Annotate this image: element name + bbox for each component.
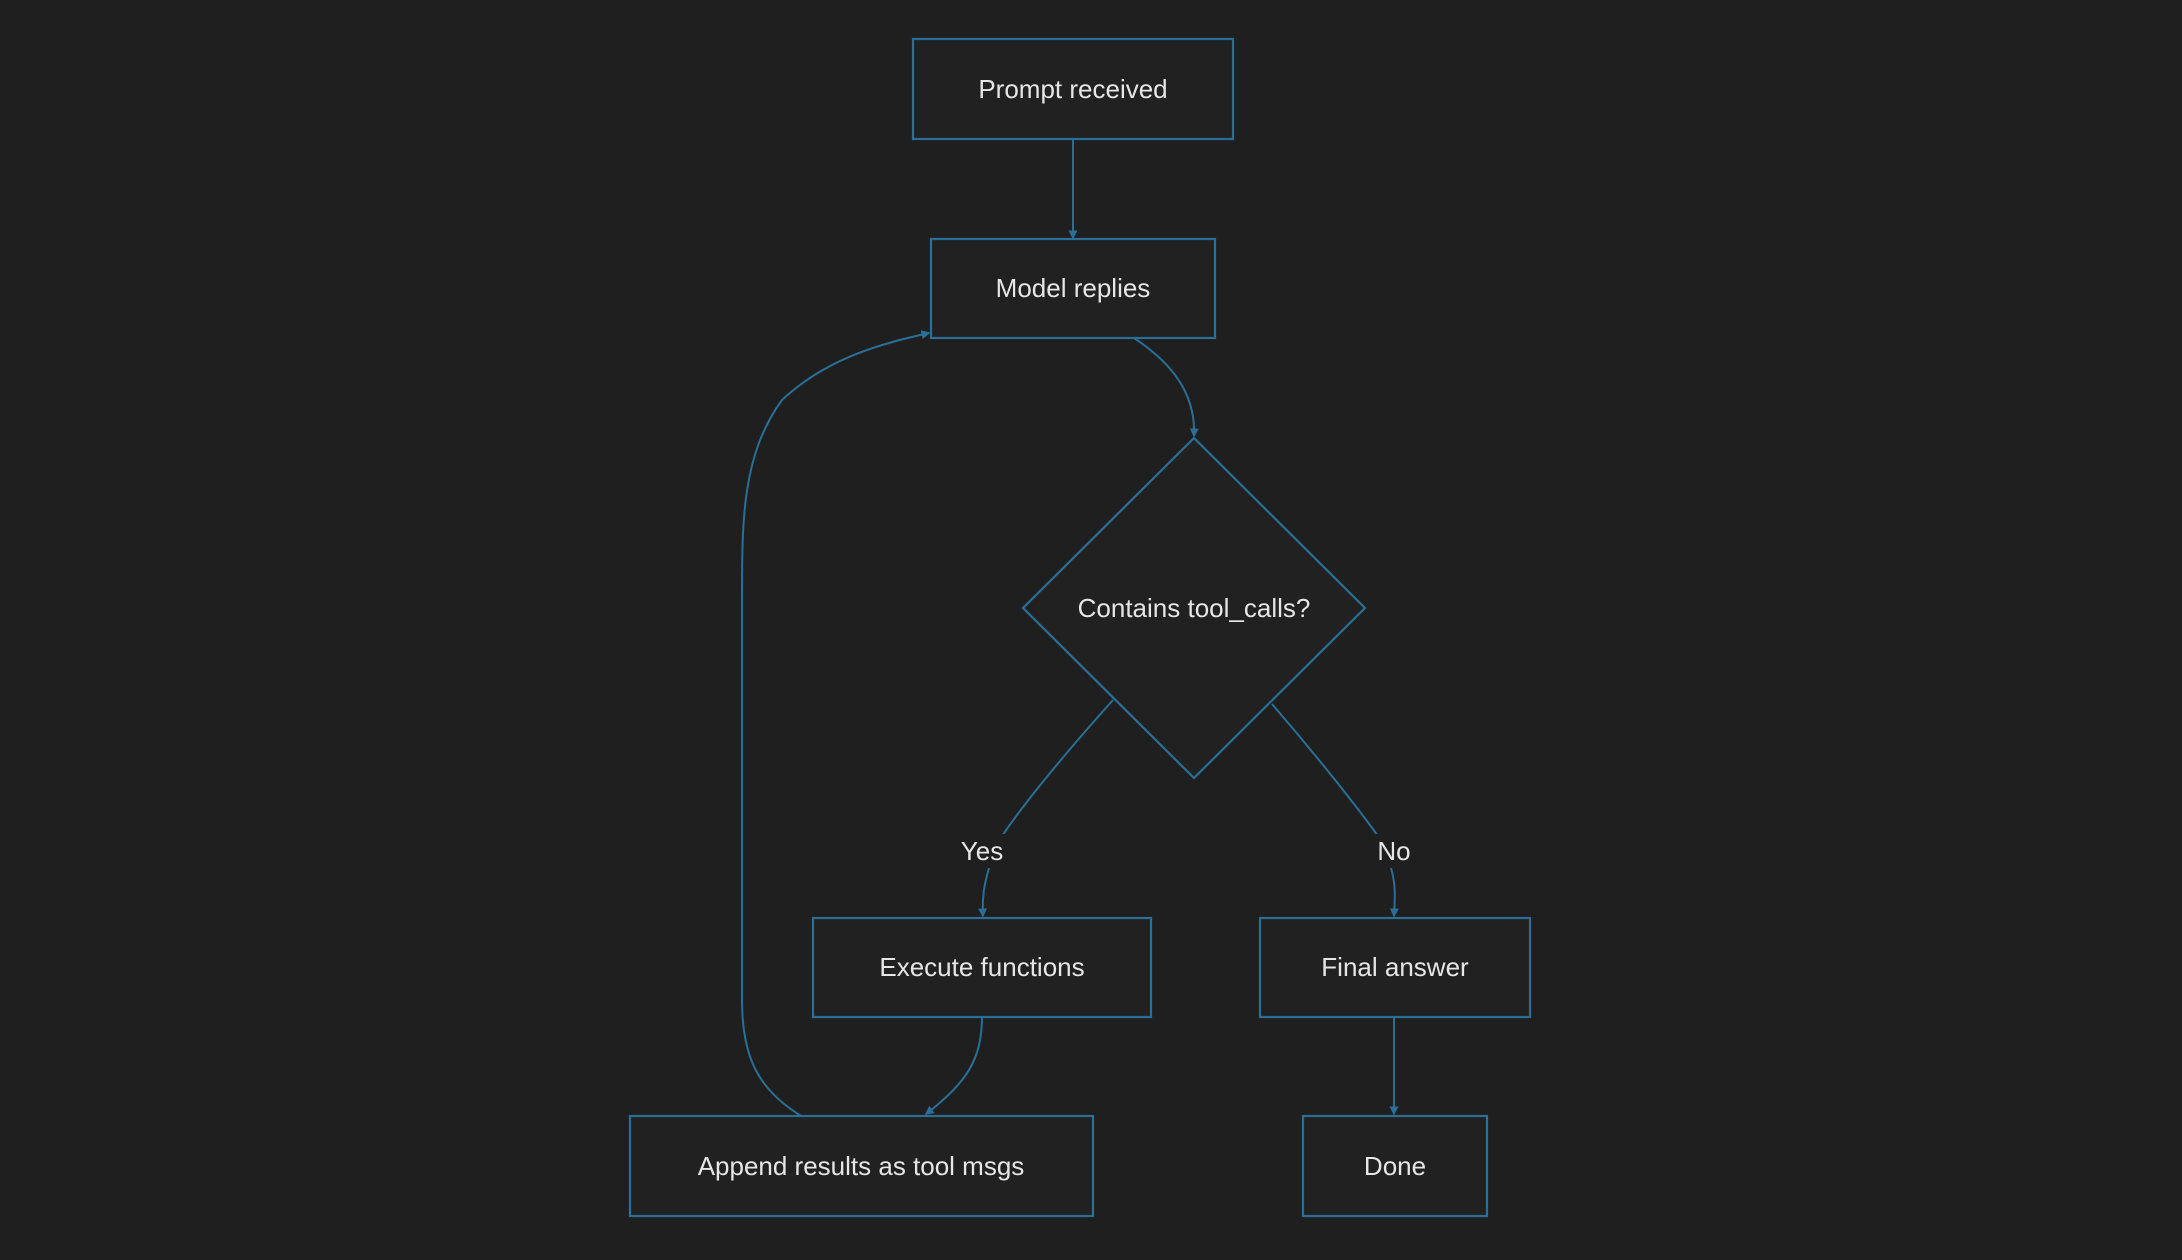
node-model-replies: Model replies <box>929 237 1217 340</box>
edge-label-yes: Yes <box>952 834 1012 868</box>
node-append-results-label: Append results as tool msgs <box>698 1151 1025 1181</box>
edge-yes-to-execute <box>978 867 990 918</box>
node-model-replies-label: Model replies <box>996 273 1151 303</box>
node-done-label: Done <box>1364 1151 1426 1181</box>
node-decision-tool-calls-label: Contains tool_calls? <box>1078 593 1311 623</box>
node-final-answer-label: Final answer <box>1321 952 1469 982</box>
edge-label-yes-text: Yes <box>961 836 1003 866</box>
edge-label-no-text: No <box>1377 836 1410 866</box>
node-decision-tool-calls: Contains tool_calls? <box>1021 436 1367 780</box>
node-done: Done <box>1301 1114 1489 1218</box>
edge-model-to-decision <box>1133 337 1199 438</box>
node-execute-functions: Execute functions <box>811 916 1153 1019</box>
edges <box>741 139 1399 1117</box>
node-prompt-received-label: Prompt received <box>978 74 1167 104</box>
node-append-results: Append results as tool msgs <box>628 1114 1095 1218</box>
node-prompt-received: Prompt received <box>911 37 1235 141</box>
edge-label-no: No <box>1372 834 1422 868</box>
edge-append-loop-to-model <box>741 330 931 1117</box>
edge-no-to-final <box>1389 867 1399 918</box>
edge-decision-no <box>1271 703 1379 837</box>
node-final-answer: Final answer <box>1258 916 1532 1019</box>
node-execute-functions-label: Execute functions <box>879 952 1084 982</box>
edge-decision-yes <box>1001 699 1114 837</box>
edge-execute-to-append <box>924 1015 983 1115</box>
